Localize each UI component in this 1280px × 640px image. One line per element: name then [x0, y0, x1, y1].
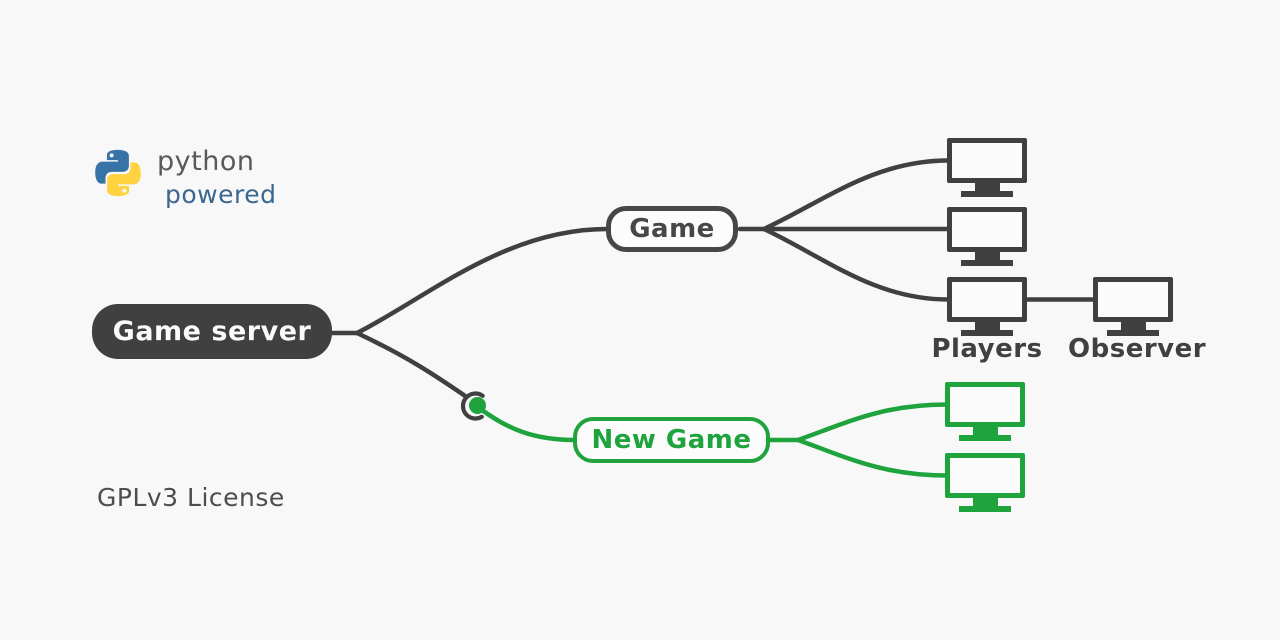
monitor-base — [959, 506, 1011, 512]
monitor-pedestal — [972, 427, 998, 435]
monitor-screen — [947, 277, 1027, 322]
monitor-base — [961, 191, 1013, 197]
node-game-server: Game server — [92, 304, 332, 359]
monitor-base — [961, 260, 1013, 266]
node-new-game: New Game — [573, 417, 770, 463]
node-game: Game — [606, 206, 738, 252]
monitor-pedestal — [974, 183, 1000, 191]
monitor-screen — [945, 453, 1025, 498]
node-game-label: Game — [629, 214, 715, 244]
edge-game-to-monitor-1 — [761, 158, 951, 232]
license-label: GPLv3 License — [97, 483, 285, 512]
monitor-base — [961, 330, 1013, 336]
monitor-screen — [1093, 277, 1173, 322]
edge-branch-node-to-newgame — [479, 407, 578, 443]
monitor-base — [959, 435, 1011, 441]
edge-server-to-branch-node — [354, 330, 467, 398]
edge-server-to-game — [354, 226, 610, 336]
monitor-pedestal — [1120, 322, 1146, 330]
node-game-server-label: Game server — [112, 316, 312, 347]
observer-label: Observer — [1068, 334, 1207, 364]
game-client-monitor-icon — [947, 207, 1027, 266]
monitor-pedestal — [974, 322, 1000, 330]
monitor-pedestal — [974, 252, 1000, 260]
edge-newgame-to-monitor-5 — [795, 437, 950, 478]
new-game-client-monitor-icon — [945, 382, 1025, 441]
new-game-client-monitor-icon — [945, 453, 1025, 512]
node-new-game-label: New Game — [591, 425, 752, 455]
game-client-monitor-icon — [947, 138, 1027, 197]
monitor-base — [1107, 330, 1159, 336]
python-logo-icon — [95, 149, 141, 197]
branch-node-dot — [469, 397, 486, 414]
monitor-screen — [947, 138, 1027, 183]
player-monitor-icon — [947, 277, 1027, 336]
monitor-screen — [947, 207, 1027, 252]
branch-node-ring — [460, 391, 485, 421]
observer-monitor-icon — [1093, 277, 1173, 336]
python-wordmark: python — [157, 146, 255, 177]
edge-newgame-to-monitor-4 — [795, 402, 950, 443]
edge-game-to-monitor-3 — [761, 226, 951, 302]
players-label: Players — [931, 334, 1043, 364]
monitor-pedestal — [972, 498, 998, 506]
monitor-screen — [945, 382, 1025, 427]
python-tagline: powered — [165, 180, 277, 209]
